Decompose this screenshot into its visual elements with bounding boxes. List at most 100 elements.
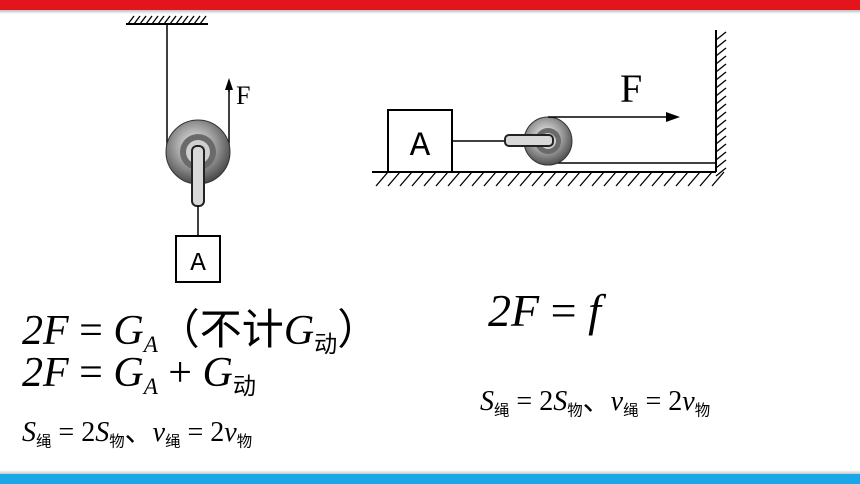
hatch-mark bbox=[459, 171, 473, 187]
hatch-mark bbox=[507, 171, 521, 187]
ceiling-hatch bbox=[126, 15, 208, 25]
right-diagram: A F bbox=[372, 30, 727, 187]
bottom-blue-bar bbox=[0, 474, 860, 484]
eq3-sep: 、 bbox=[124, 417, 153, 448]
hatch-mark bbox=[555, 171, 569, 187]
hatch-mark bbox=[199, 15, 207, 25]
hatch-mark bbox=[715, 135, 727, 145]
left-force-label: F bbox=[236, 81, 250, 110]
eq1-note-g-sub: 动 bbox=[314, 331, 338, 358]
equation-distance-velocity-left: S绳=2S物、v绳=2v物 bbox=[22, 410, 252, 451]
eq3-v2: v bbox=[224, 417, 237, 448]
left-block-label: A bbox=[190, 248, 206, 278]
eq3-coef: 2 bbox=[81, 417, 96, 448]
eq3-op2: = bbox=[187, 417, 204, 448]
hatch-mark bbox=[715, 167, 727, 177]
hatch-mark bbox=[715, 103, 727, 113]
eq3-s2: S bbox=[95, 417, 110, 448]
eq1-lhs: 2F bbox=[22, 308, 69, 354]
hatch-mark bbox=[603, 171, 617, 187]
hatch-mark bbox=[375, 171, 389, 187]
eq1-note-g: G bbox=[283, 308, 315, 354]
eq2-g2-sub: 动 bbox=[232, 373, 256, 400]
hatch-mark bbox=[579, 171, 593, 187]
hatch-mark bbox=[435, 171, 449, 187]
hatch-mark bbox=[715, 47, 727, 57]
left-pulley-bracket bbox=[191, 145, 205, 207]
hatch-mark bbox=[675, 171, 689, 187]
hatch-mark bbox=[715, 55, 727, 65]
eq1-op: = bbox=[79, 308, 103, 354]
hatch-mark bbox=[715, 71, 727, 81]
hatch-mark bbox=[133, 15, 141, 25]
eq1-note-open: （不计 bbox=[157, 308, 284, 354]
hatch-mark bbox=[591, 171, 605, 187]
eq5-sep: 、 bbox=[582, 386, 611, 417]
eq1-g: G bbox=[113, 308, 144, 354]
eq5-coef: 2 bbox=[539, 386, 554, 417]
hatch-mark bbox=[139, 15, 147, 25]
eq4-lhs: 2F bbox=[488, 285, 540, 336]
hatch-mark bbox=[615, 171, 629, 187]
equation-2f-equals-ga-ignoring-gdong: 2F=GA（不计G动） bbox=[22, 296, 379, 359]
eq5-v2-sub: 物 bbox=[694, 402, 711, 420]
right-force-label: F bbox=[620, 66, 642, 111]
hatch-mark bbox=[543, 171, 557, 187]
right-pulley-bracket bbox=[504, 134, 554, 147]
eq2-g1: G bbox=[113, 350, 144, 396]
hatch-mark bbox=[483, 171, 497, 187]
force-arrow-right bbox=[666, 112, 680, 122]
eq5-coef2: 2 bbox=[668, 386, 683, 417]
hatch-mark bbox=[169, 15, 177, 25]
eq5-v: v bbox=[610, 386, 624, 417]
eq4-op: = bbox=[550, 285, 577, 336]
top-bar-shadow bbox=[0, 10, 860, 14]
eq5-s: S bbox=[480, 386, 494, 417]
hatch-mark bbox=[715, 31, 727, 41]
hatch-mark bbox=[715, 63, 727, 73]
hatch-mark bbox=[715, 143, 727, 153]
eq5-s2-sub: 物 bbox=[567, 402, 583, 420]
eq5-v2: v bbox=[682, 386, 695, 417]
eq3-s-sub: 绳 bbox=[36, 433, 52, 451]
hatch-mark bbox=[423, 171, 437, 187]
equation-2f-equals-ga-plus-gdong: 2F=GA+G动 bbox=[22, 349, 256, 401]
eq2-op: = bbox=[79, 350, 103, 396]
hatch-mark bbox=[495, 171, 509, 187]
hatch-mark bbox=[157, 15, 165, 25]
eq3-v: v bbox=[152, 417, 166, 448]
eq5-op: = bbox=[516, 386, 533, 417]
hatch-mark bbox=[651, 171, 665, 187]
top-red-bar bbox=[0, 0, 860, 10]
eq2-plus: + bbox=[168, 350, 192, 396]
eq3-v2-sub: 物 bbox=[236, 433, 253, 451]
hatch-mark bbox=[519, 171, 533, 187]
eq5-s2: S bbox=[553, 386, 568, 417]
eq4-rhs: f bbox=[588, 285, 601, 336]
eq5-s-sub: 绳 bbox=[494, 402, 510, 420]
eq3-v-sub: 绳 bbox=[165, 433, 181, 451]
eq3-op: = bbox=[58, 417, 75, 448]
eq2-lhs: 2F bbox=[22, 350, 69, 396]
hatch-mark bbox=[387, 171, 401, 187]
hatch-mark bbox=[447, 171, 461, 187]
hatch-mark bbox=[193, 15, 201, 25]
equation-2f-equals-f: 2F=f bbox=[488, 284, 601, 337]
hatch-mark bbox=[715, 111, 727, 121]
eq5-op2: = bbox=[645, 386, 662, 417]
hatch-mark bbox=[567, 171, 581, 187]
eq2-g1-sub: A bbox=[143, 373, 158, 400]
eq1-g-sub: A bbox=[143, 331, 158, 358]
hatch-mark bbox=[715, 159, 727, 169]
hatch-mark bbox=[715, 79, 727, 89]
right-block-label: A bbox=[410, 128, 431, 166]
hatch-mark bbox=[711, 171, 725, 187]
hatch-mark bbox=[687, 171, 701, 187]
hatch-mark bbox=[663, 171, 677, 187]
hatch-mark bbox=[399, 171, 413, 187]
hatch-mark bbox=[699, 171, 713, 187]
hatch-mark bbox=[715, 127, 727, 137]
hatch-mark bbox=[531, 171, 545, 187]
left-diagram: F A bbox=[126, 15, 250, 283]
eq3-coef2: 2 bbox=[210, 417, 225, 448]
